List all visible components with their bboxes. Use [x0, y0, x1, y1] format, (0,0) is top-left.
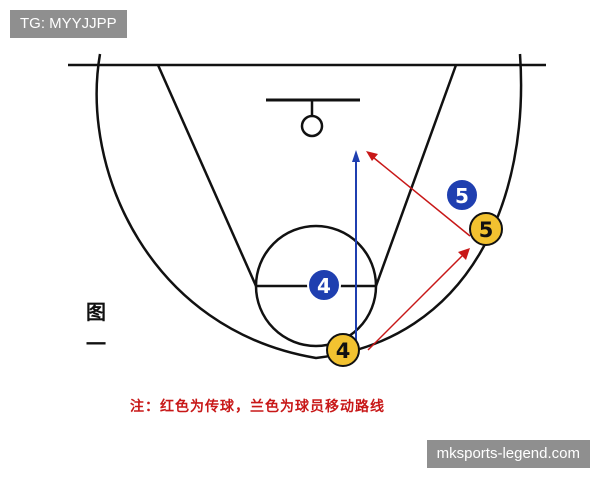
- source-tag: TG: MYYJJPP: [10, 10, 127, 38]
- three-point-arc: [95, 53, 523, 360]
- defense-player-5-number: 5: [455, 184, 469, 208]
- defense-player-5: 5: [445, 178, 479, 212]
- offense-player-4: 4: [326, 333, 360, 367]
- pass-path-4-to-5: [367, 248, 470, 351]
- defense-player-4-number: 4: [317, 274, 331, 298]
- offense-player-5-number: 5: [479, 218, 494, 242]
- figure-label: 图一: [86, 300, 106, 356]
- legend-caption: 注：红色为传球，兰色为球员移动路线: [130, 399, 385, 415]
- site-watermark: mksports-legend.com: [426, 440, 590, 468]
- movement-path-player-4: [352, 150, 360, 340]
- offense-player-5: 5: [469, 212, 503, 246]
- pass-path-5-to-4: [366, 151, 471, 237]
- lane-line-right: [374, 64, 458, 287]
- free-throw-circle: [254, 224, 378, 348]
- defense-player-4: 4: [307, 268, 341, 302]
- lane-line-left: [156, 64, 258, 287]
- offense-player-4-number: 4: [336, 339, 351, 363]
- rim: [300, 114, 324, 138]
